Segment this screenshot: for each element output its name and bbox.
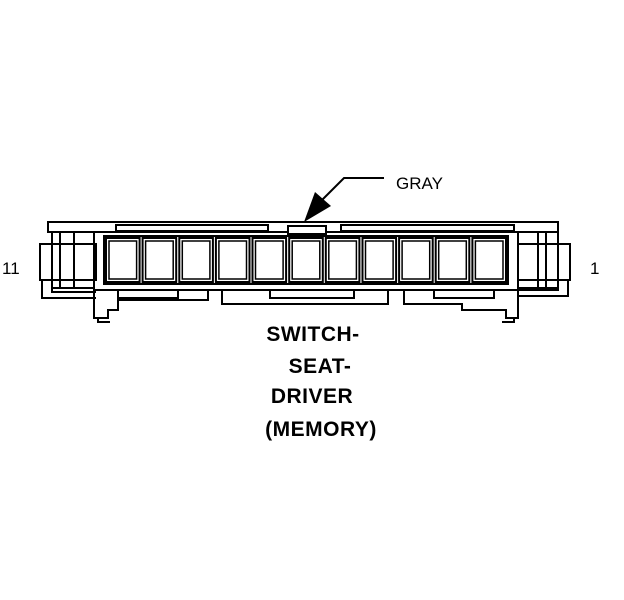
connector-color-label: GRAY: [396, 174, 443, 193]
cavity-terminal-4: [364, 240, 394, 280]
cavity-terminal-6: [291, 240, 321, 280]
key-notch: [287, 225, 327, 235]
right-latch-block: [517, 231, 539, 289]
bottom-rail: [93, 289, 519, 319]
cavity-terminal-1: [474, 240, 504, 280]
top-strip-left: [115, 224, 269, 232]
cavity-frame: [103, 235, 509, 285]
component-title-line-3: DRIVER: [270, 385, 354, 408]
component-title-line-2: SEAT-: [288, 355, 352, 378]
cavity-terminal-7: [254, 240, 284, 280]
cavity-terminal-3: [401, 240, 431, 280]
left-latch-outer: [39, 243, 97, 281]
pin-number-left: 11: [2, 259, 20, 278]
cavity-terminal-5: [328, 240, 358, 280]
cavity-row: [105, 237, 507, 283]
top-strip-right: [340, 224, 515, 232]
cavity-terminal-11: [108, 240, 138, 280]
cavity-terminal-8: [218, 240, 248, 280]
color-pointer-line: [321, 177, 384, 201]
pin-number-right: 1: [590, 259, 600, 278]
bottom-pad-right: [433, 289, 495, 299]
right-latch-outer: [517, 243, 571, 281]
color-pointer-arrowhead: [304, 192, 331, 222]
bottom-pad-left: [117, 289, 179, 299]
component-title-line-1: SWITCH-: [266, 323, 360, 346]
left-base-flange: [41, 280, 96, 299]
cavity-terminal-10: [144, 240, 174, 280]
component-title-line-4: (MEMORY): [265, 418, 377, 441]
cavity-terminal-2: [437, 240, 468, 280]
cavity-terminal-9: [181, 240, 211, 280]
left-latch-block: [73, 231, 95, 289]
right-base-flange: [518, 280, 569, 297]
bottom-pad-center: [269, 289, 355, 299]
